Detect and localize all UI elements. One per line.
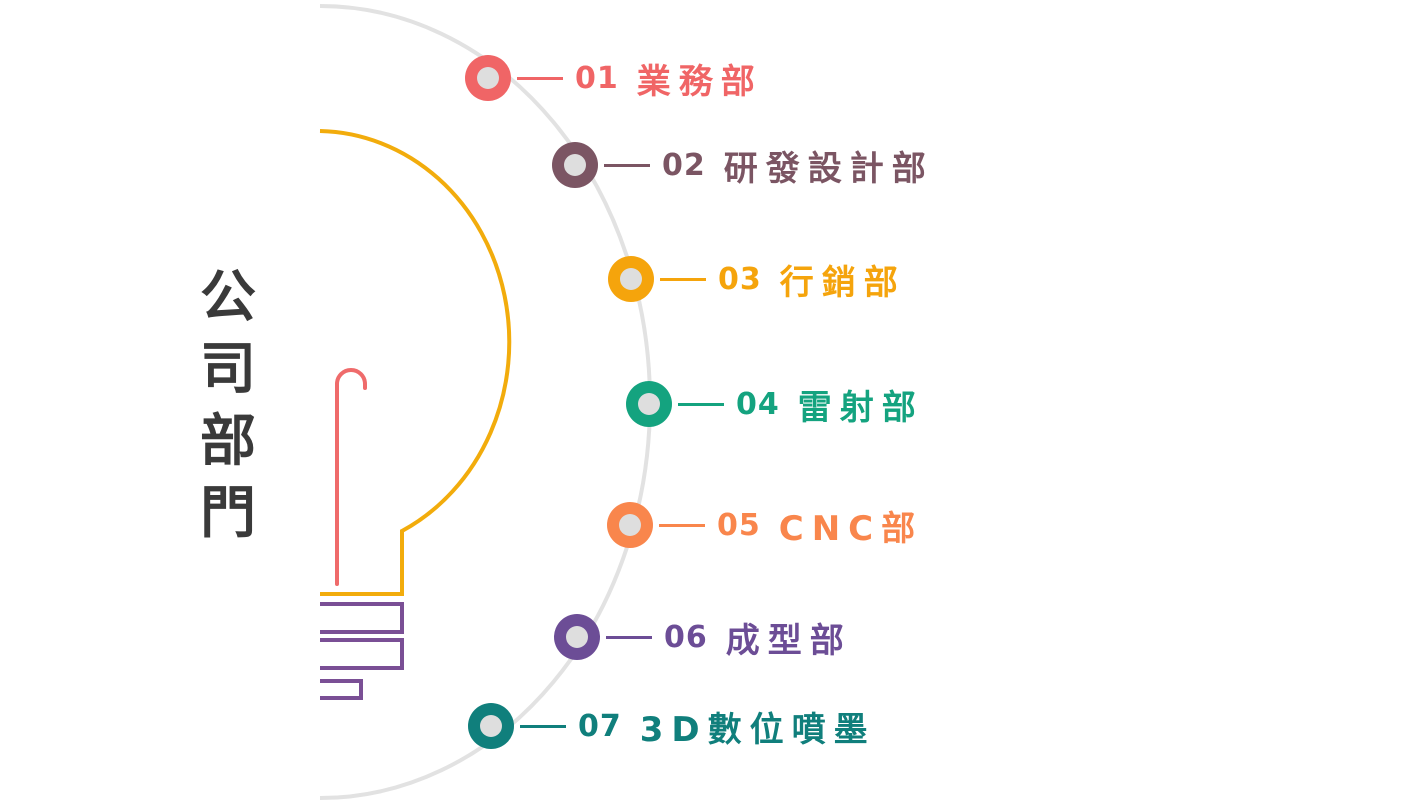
department-number: 07 [578,708,622,744]
department-name: 研發設計部 [723,148,934,189]
connector-line [520,724,566,728]
department-item: 02 研發設計部 [552,141,934,189]
bulb-base [320,602,404,700]
department-name: 行銷部 [779,262,906,303]
department-number: 03 [718,261,762,297]
department-number: 06 [664,619,708,655]
department-name: 業務部 [636,61,763,102]
node-marker-icon [554,614,600,660]
connector-line [678,402,724,406]
bulb-filament [335,368,367,586]
department-name: 成型部 [725,620,852,661]
node-marker-icon [465,55,511,101]
node-marker-icon [608,256,654,302]
department-name: 3D數位噴墨 [639,709,876,750]
connector-line [606,635,652,639]
title-char: 部 [200,409,256,474]
department-name: CNC部 [778,508,924,549]
department-name: 雷射部 [797,387,924,428]
department-number: 01 [575,60,619,96]
node-marker-icon [552,142,598,188]
department-number: 05 [717,507,761,543]
page-title: 公 司 部 門 [196,262,260,550]
department-item: 03 行銷部 [608,255,906,303]
connector-line [604,163,650,167]
node-marker-icon [468,703,514,749]
department-item: 06 成型部 [554,613,852,661]
node-marker-icon [626,381,672,427]
department-number: 04 [736,386,780,422]
department-item: 05 CNC部 [607,501,923,549]
node-marker-icon [607,502,653,548]
title-char: 司 [200,337,256,402]
bulb-outline [319,129,512,596]
connector-line [517,76,563,80]
department-item: 01 業務部 [465,54,763,102]
connector-line [659,523,705,527]
title-char: 門 [200,481,256,546]
department-number: 02 [662,147,706,183]
connector-line [660,277,706,281]
department-item: 04 雷射部 [626,380,924,428]
department-item: 07 3D數位噴墨 [468,702,876,750]
title-char: 公 [200,265,256,330]
timeline-arc [319,4,652,800]
